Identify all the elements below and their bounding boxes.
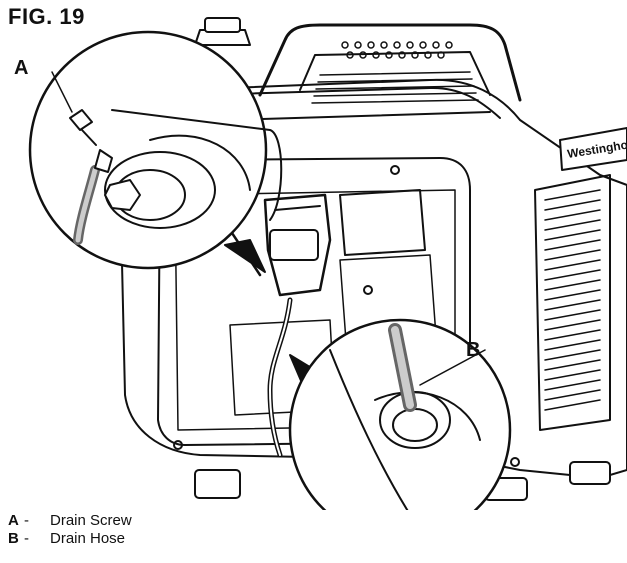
legend-item-a: A - Drain Screw [8,512,132,530]
top-vent-grille [311,71,479,104]
side-louvers [544,189,601,411]
legend-separator: - [24,530,29,547]
callout-b: B [466,339,481,361]
legend-item-b: B - Drain Hose [8,530,132,548]
legend-text: Drain Hose [50,530,126,547]
generator-line-drawing: Westinghouse [28,17,627,510]
legend: A - Drain Screw B - Drain Hose [8,512,132,548]
front-foot-left [194,469,241,499]
carburetor [263,193,332,297]
legend-text: Drain Screw [50,512,132,529]
legend-key: B [8,530,19,547]
handle-grip-holes [341,41,453,59]
callout-a: A [14,57,29,79]
legend-key: A [8,512,19,529]
bolt-head [104,179,141,211]
legend-separator: - [24,512,29,529]
detail-view-b [288,318,512,510]
figure-title: FIG. 19 [8,4,85,29]
drain-screw [69,109,93,131]
detail-view-a [28,30,268,270]
carry-handle [258,23,522,102]
fuel-cap [194,29,251,46]
